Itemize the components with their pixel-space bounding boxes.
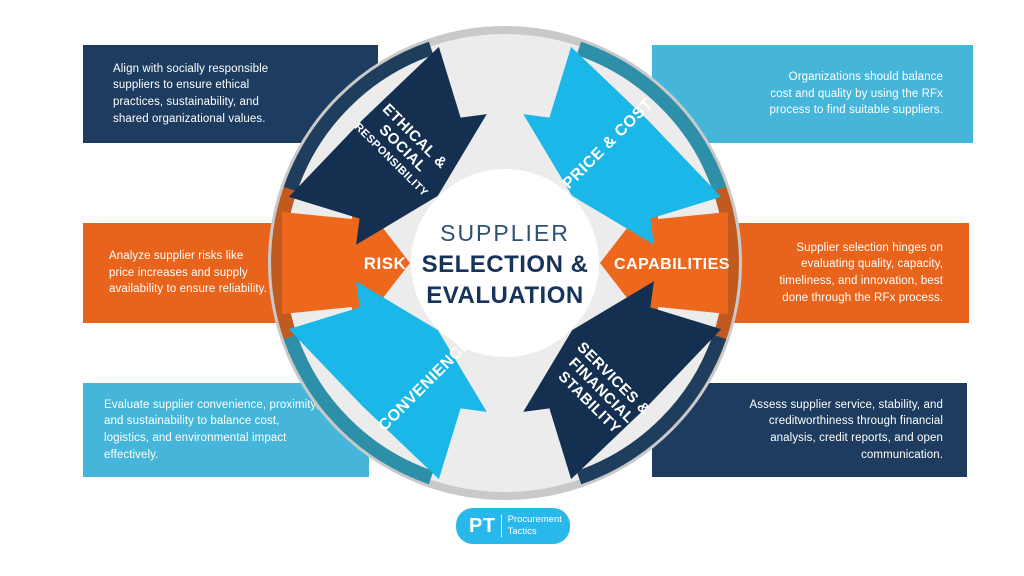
- info-text-price-cost: Organizations should balance cost and qu…: [769, 70, 943, 117]
- info-box-price-cost: Organizations should balance cost and qu…: [652, 45, 973, 143]
- info-text-convenience: Evaluate supplier convenience, proximity…: [104, 398, 319, 461]
- info-box-services: Assess supplier service, stability, and …: [652, 383, 967, 477]
- price-arrow: [523, 46, 722, 245]
- logo-name: Procurement Tactics: [508, 514, 562, 538]
- info-text-ethical: Align with socially responsible supplier…: [113, 62, 269, 125]
- info-text-services: Assess supplier service, stability, and …: [749, 398, 943, 461]
- services-arrow: [523, 281, 722, 480]
- convenience-arc: [283, 334, 434, 485]
- info-box-ethical: Align with socially responsible supplier…: [83, 45, 378, 143]
- services-arc: [576, 334, 727, 485]
- info-text-capabilities: Supplier selection hinges on evaluating …: [779, 241, 943, 304]
- info-text-risk: Analyze supplier risks like price increa…: [109, 249, 267, 296]
- logo-divider: [500, 515, 502, 537]
- center-title-line2: SELECTION &: [422, 251, 589, 278]
- logo-name-line1: Procurement: [507, 514, 562, 526]
- risk-label: RISK: [364, 254, 407, 273]
- logo-badge: PT Procurement Tactics: [456, 508, 570, 544]
- capabilities-label: CAPABILITIES: [614, 256, 730, 273]
- ethical-arrow: [288, 46, 487, 245]
- convenience-arrow: [288, 281, 487, 480]
- price-arc: [576, 41, 727, 192]
- logo-abbr: PT: [469, 514, 496, 537]
- center-title-line1: SUPPLIER: [440, 220, 570, 246]
- ethical-arc: [283, 41, 434, 192]
- center-title-line3: EVALUATION: [426, 282, 583, 309]
- center-circle: [411, 169, 599, 357]
- logo-name-line2: Tactics: [507, 526, 537, 537]
